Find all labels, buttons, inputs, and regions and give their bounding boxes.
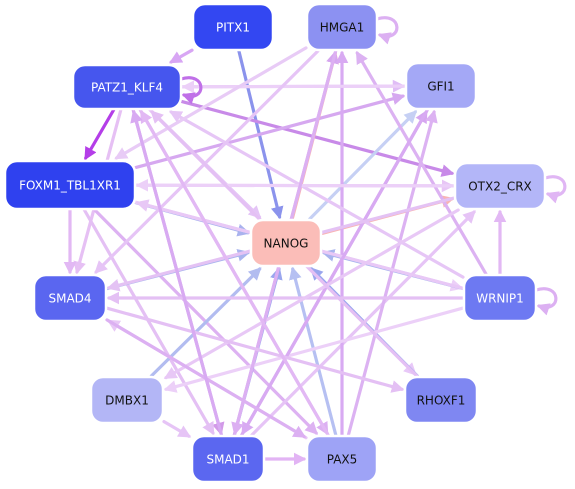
self-loop-patz1-klf4 [179,76,203,105]
node-label-foxm1-tbl1xr1: FOXM1_TBL1XR1 [19,179,121,193]
node-hmga1[interactable]: HMGA1 [305,2,379,52]
node-box-foxm1-tbl1xr1[interactable] [3,159,137,211]
node-patz1-klf4[interactable]: PATZ1_KLF4 [71,63,183,111]
node-box-hmga1[interactable] [305,2,379,52]
edge-foxm1-tbl1xr1-to-smad1 [82,208,215,436]
node-box-gfi1[interactable] [404,61,478,111]
node-label-pitx1: PITX1 [216,21,250,35]
node-gfi1[interactable]: GFI1 [404,61,478,111]
node-label-nanog: NANOG [264,237,309,251]
node-label-patz1-klf4: PATZ1_KLF4 [91,81,163,95]
node-box-rhoxf1[interactable] [403,375,479,425]
node-box-smad1[interactable] [190,434,266,484]
node-box-smad4[interactable] [32,273,108,323]
node-label-smad1: SMAD1 [206,453,249,467]
edge-hmga1-to-smad4 [94,49,320,274]
self-loop-otx2-crx [543,175,567,204]
edge-pitx1-to-patz1-klf4 [168,48,194,64]
edge-gfi1-to-smad1 [241,108,429,436]
node-smad4[interactable]: SMAD4 [32,273,108,323]
self-loop-wrnip1 [534,287,558,316]
node-otx2-crx[interactable]: OTX2_CRX [453,161,547,211]
node-smad1[interactable]: SMAD1 [190,434,266,484]
node-foxm1-tbl1xr1[interactable]: FOXM1_TBL1XR1 [3,159,137,211]
node-rhoxf1[interactable]: RHOXF1 [403,375,479,425]
edge-foxm1-tbl1xr1-to-gfi1 [134,92,406,169]
edge-smad1-to-patz1-klf4 [130,109,224,437]
edge-pax5-to-patz1-klf4 [139,109,330,437]
node-label-hmga1: HMGA1 [320,21,365,35]
node-label-pax5: PAX5 [327,453,358,467]
edge-gfi1-to-patz1-klf4 [181,80,407,94]
node-box-wrnip1[interactable] [462,273,538,323]
edge-wrnip1-to-dmbx1 [163,306,465,393]
edge-otx2-crx-to-dmbx1 [163,208,460,380]
edge-pax5-to-gfi1 [346,109,438,437]
node-label-wrnip1: WRNIP1 [476,292,524,306]
node-box-pax5[interactable] [305,434,379,484]
node-box-dmbx1[interactable] [89,375,165,425]
node-label-dmbx1: DMBX1 [105,394,149,408]
node-box-nanog[interactable] [249,218,323,268]
node-label-rhoxf1: RHOXF1 [417,394,466,408]
edge-hmga1-to-foxm1-tbl1xr1 [114,46,308,160]
self-loop-hmga1 [375,16,399,45]
node-wrnip1[interactable]: WRNIP1 [462,273,538,323]
node-label-smad4: SMAD4 [48,292,91,306]
edge-wrnip1-to-patz1-klf4 [168,110,465,279]
edge-otx2-crx-to-foxm1-tbl1xr1 [135,178,456,192]
edge-wrnip1-to-hmga1 [355,50,488,276]
node-label-otx2-crx: OTX2_CRX [468,180,532,194]
node-pax5[interactable]: PAX5 [305,434,379,484]
node-dmbx1[interactable]: DMBX1 [89,375,165,425]
node-box-pitx1[interactable] [191,2,275,52]
node-pitx1[interactable]: PITX1 [191,2,275,52]
node-label-gfi1: GFI1 [427,80,454,94]
edge-patz1-klf4-to-otx2-crx [180,99,455,177]
edge-smad4-to-rhoxf1 [105,306,405,393]
node-box-otx2-crx[interactable] [453,161,547,211]
edge-patz1-klf4-to-foxm1-tbl1xr1 [84,108,116,161]
edge-dmbx1-to-smad1 [162,420,192,438]
node-nanog[interactable]: NANOG [249,218,323,268]
node-box-patz1-klf4[interactable] [71,63,183,111]
